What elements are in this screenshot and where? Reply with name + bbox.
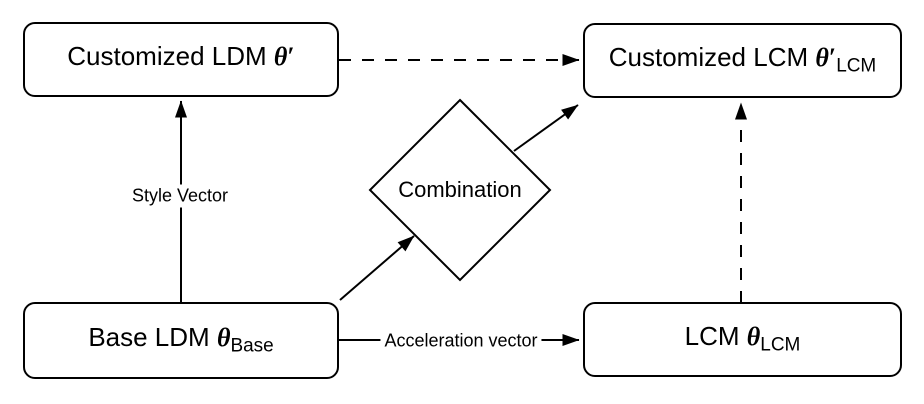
- edge-base-to-combination-arrow: [339, 235, 415, 301]
- prime-mark: ′: [287, 42, 295, 72]
- edge-label-acceleration-vector: Acceleration vector: [380, 329, 542, 353]
- theta-symbol: θ: [815, 43, 829, 73]
- node-lcm-label: LCM θLCM: [685, 322, 801, 356]
- node-customized-ldm-label: Customized LDM θ′: [67, 42, 294, 76]
- combination-diamond-shape: [368, 98, 552, 282]
- edge-combination-to-lcm-arrow: [513, 104, 579, 152]
- theta-symbol: θ: [746, 322, 761, 352]
- node-customized-lcm: Customized LCM θ′LCM: [583, 23, 902, 98]
- node-customized-lcm-label: Customized LCM θ′LCM: [609, 43, 877, 77]
- node-label-text: LCM: [684, 321, 740, 352]
- prime-mark: ′: [828, 43, 837, 73]
- node-label-text: Customized LCM: [608, 42, 809, 73]
- subscript-text: Base: [230, 335, 274, 357]
- node-lcm: LCM θLCM: [583, 302, 902, 377]
- subscript-text: LCM: [836, 55, 877, 77]
- node-base-ldm-label: Base LDM θBase: [88, 323, 273, 357]
- node-label-text: Base LDM: [88, 322, 210, 353]
- theta-symbol: θ: [273, 42, 288, 72]
- theta-symbol: θ: [216, 323, 231, 353]
- node-label-text: Customized LDM: [67, 41, 267, 72]
- edge-label-style-vector: Style Vector: [127, 184, 233, 208]
- subscript-text: LCM: [760, 334, 801, 356]
- node-base-ldm: Base LDM θBase: [23, 302, 339, 379]
- node-customized-ldm: Customized LDM θ′: [23, 22, 339, 97]
